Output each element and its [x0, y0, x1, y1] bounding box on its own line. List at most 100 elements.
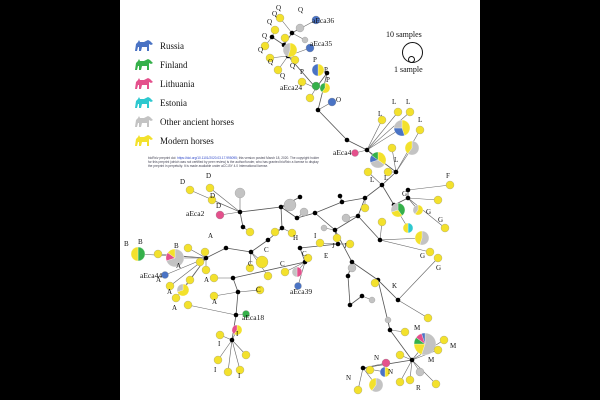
haplogroup-label: I — [238, 372, 241, 380]
haplotype-node — [433, 345, 443, 355]
notice-link[interactable]: https://doi.org/10.1101/2020.03.17.99509… — [177, 156, 237, 160]
junction-node — [379, 182, 385, 188]
haplotype-node — [295, 23, 305, 33]
haplogroup-label: I — [314, 232, 317, 240]
haplotype-node — [404, 140, 420, 156]
haplotype-node — [341, 213, 351, 223]
pie-slice — [282, 42, 291, 57]
legend-label: Finland — [160, 59, 188, 70]
haplotype-node — [423, 313, 433, 323]
network-edge — [364, 184, 383, 199]
haplotype-node — [414, 230, 430, 246]
network-edge — [250, 239, 269, 253]
pie-slice — [404, 140, 413, 154]
junction-node — [345, 273, 351, 279]
pie-slice — [433, 195, 443, 205]
horse-icon — [135, 135, 153, 146]
junction-node — [377, 237, 383, 243]
haplogroup-label: A — [204, 276, 209, 284]
pie-slice — [332, 233, 342, 243]
pie-slice — [414, 230, 423, 245]
pie-slice — [242, 310, 250, 318]
haplogroup-label: D — [206, 172, 211, 180]
haplogroup-label: P — [300, 68, 304, 76]
haplotype-node — [433, 195, 443, 205]
pie-slice — [299, 207, 309, 217]
pie-slice — [167, 248, 176, 259]
network-edge — [314, 212, 336, 231]
haplotype-node — [412, 204, 424, 216]
pie-slice — [405, 107, 415, 117]
haplotype-node — [402, 222, 414, 234]
pie-slice — [377, 217, 387, 227]
haplogroup-label: L — [370, 176, 374, 184]
haplotype-node — [297, 77, 307, 87]
haplogroup-label: D — [180, 178, 185, 186]
haplotype-node — [351, 149, 359, 157]
pie-slice — [393, 107, 403, 117]
haplotype-node — [415, 125, 425, 135]
junction-node — [265, 237, 271, 243]
junction-node — [395, 297, 401, 303]
pie-slice — [260, 41, 270, 51]
junction-node — [324, 70, 330, 76]
haplotype-node — [176, 283, 190, 297]
notice-text: ; this version posted March 18, 2020. Th… — [148, 156, 320, 168]
pie-slice — [255, 285, 265, 295]
pie-slice — [287, 228, 297, 238]
haplogroup-label: Q — [290, 62, 295, 70]
pie-slice — [423, 313, 433, 323]
legend-label: Russia — [160, 40, 185, 51]
pie-slice — [185, 275, 195, 285]
junction-node — [405, 187, 411, 193]
haplotype-node — [365, 365, 375, 375]
pie-slice — [245, 227, 255, 237]
pie-slice — [321, 82, 331, 94]
sample-label: aEca36 — [312, 16, 334, 25]
junction-node — [364, 147, 370, 153]
haplotype-node — [347, 263, 357, 273]
haplogroup-label: L — [406, 98, 410, 106]
haplotype-node — [205, 183, 215, 193]
pie-slice — [390, 202, 399, 213]
pie-slice — [301, 36, 309, 44]
haplogroup-label: P — [313, 56, 317, 64]
network-edge — [407, 197, 446, 229]
haplotype-node — [345, 239, 355, 249]
pie-slice — [341, 213, 351, 223]
haplotype-node — [384, 316, 392, 324]
junction-node — [248, 249, 254, 255]
legend-item-lithuania: Lithuania — [134, 74, 234, 93]
network-edge — [381, 184, 395, 206]
pie-slice — [297, 77, 307, 87]
pie-slice — [137, 246, 146, 262]
haplotype-node — [282, 42, 298, 58]
network-edge — [239, 211, 244, 228]
network-edge — [357, 215, 381, 241]
haplogroup-label: L — [392, 98, 396, 106]
pie-slice — [379, 366, 386, 378]
junction-node — [297, 194, 303, 200]
pie-slice — [395, 377, 405, 387]
legend-label: Lithuania — [160, 78, 195, 89]
pie-slice — [273, 65, 283, 75]
pie-slice — [311, 15, 321, 25]
junction-node — [409, 357, 415, 363]
junction-node — [279, 225, 285, 231]
haplogroup-label: Q — [298, 6, 303, 14]
haplogroup-label: A — [172, 304, 177, 312]
pie-slice — [213, 355, 223, 365]
pie-slice — [433, 345, 443, 355]
notice-prefix: bioRxiv preprint doi: — [148, 156, 177, 160]
pie-slice — [215, 210, 225, 220]
haplotype-node — [245, 263, 255, 273]
pie-slice — [363, 167, 373, 177]
pie-slice — [183, 243, 193, 253]
haplogroup-label: A — [208, 232, 213, 240]
pie-slice — [231, 324, 238, 335]
network-edge — [209, 187, 241, 213]
pie-slice — [400, 327, 410, 337]
haplogroup-label: M — [414, 324, 421, 332]
pie-slice — [223, 367, 233, 377]
network-edge — [280, 206, 298, 219]
